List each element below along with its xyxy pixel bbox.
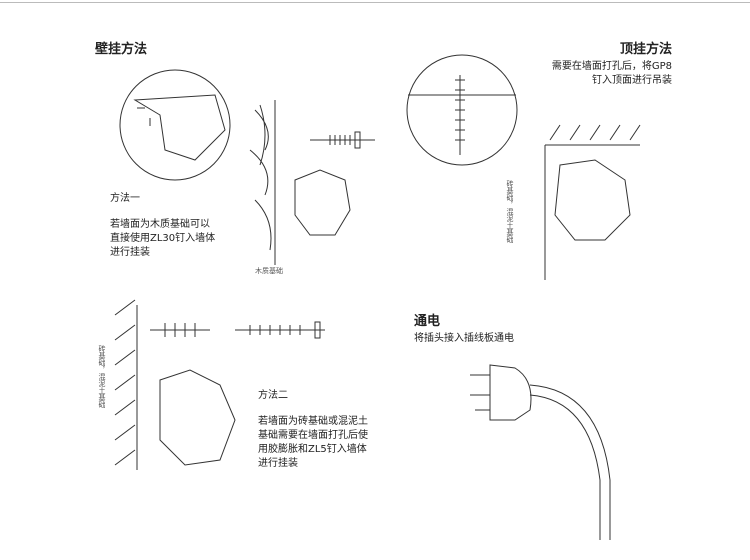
power-desc: 将插头接入插线板通电 [414, 333, 514, 344]
ceiling-corner [544, 124, 641, 280]
method2-line: 用胶膨胀和ZL5钉入墙体 [258, 444, 367, 455]
screw-1 [310, 131, 375, 149]
method2-line: 进行挂装 [258, 458, 298, 469]
brick-label: 砖基础，混泥土基础 [98, 345, 106, 408]
ceiling-line: 钉入顶面进行吊装 [592, 75, 672, 86]
method1-line: 直接使用ZL30钉入墙体 [110, 233, 216, 244]
divider [0, 2, 750, 3]
method1-line: 若墙面为木质基础可以 [110, 219, 210, 230]
wall-mount-title: 壁挂方法 [95, 42, 148, 57]
anchor-and-screw [150, 321, 325, 339]
power-plug [470, 364, 611, 540]
wood-wall [249, 100, 276, 265]
zoom-circle-wood [119, 69, 231, 181]
ceiling-line: 需要在墙面打孔后，将GP8 [551, 61, 672, 72]
zoom-circle-ceiling [406, 54, 518, 166]
method2-title: 方法二 [258, 390, 288, 401]
lamp-1 [294, 169, 351, 236]
brick-wall-2 [114, 299, 138, 470]
power-title: 通电 [414, 314, 441, 329]
method2-line: 基础需要在墙面打孔后使 [258, 430, 368, 441]
ceiling-mount-title: 顶挂方法 [620, 42, 673, 57]
lamp-2 [159, 369, 236, 466]
method1-line: 进行挂装 [110, 247, 150, 258]
wood-label: 木质基础 [255, 267, 283, 275]
lamp-3 [554, 159, 631, 241]
method2-line: 若墙面为砖基础或混泥土 [258, 416, 368, 427]
ceiling-brick-label: 砖基础，混泥土基础 [506, 180, 514, 243]
method1-title: 方法一 [110, 193, 140, 204]
